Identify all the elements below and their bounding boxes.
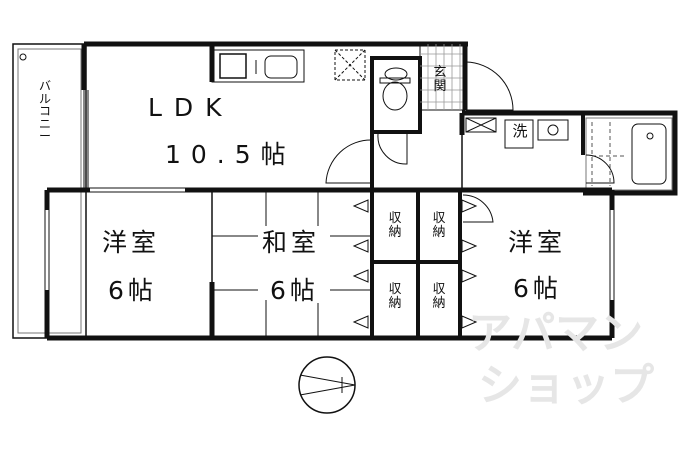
kitchen-counter (211, 49, 305, 83)
storage-label: 収納 (432, 282, 446, 311)
compass-icon (298, 356, 356, 414)
drain-icon (19, 53, 27, 61)
fridge-space (334, 49, 366, 81)
storage-label: 収納 (432, 211, 446, 240)
watermark-line2: ショップ (478, 360, 654, 411)
ldk-size: 10.5帖 (165, 140, 296, 169)
washing-machine (504, 119, 534, 149)
watermark-line1: アパマン (468, 308, 644, 359)
sink-icon (264, 55, 298, 79)
ldk-label: LDK (148, 93, 234, 122)
ldk-door (325, 139, 373, 184)
storage-label: 収納 (388, 282, 402, 311)
entrance-door (465, 61, 514, 111)
toilet-icon (382, 81, 408, 111)
western-right-size: 6帖 (513, 274, 562, 303)
bath-door (585, 154, 615, 184)
wash-basin (537, 119, 569, 141)
washroom-label: 洗 (512, 122, 528, 140)
western-right-label: 洋室 (508, 228, 567, 257)
stove-icon (219, 53, 247, 79)
toilet-room (370, 56, 422, 134)
storage-label: 収納 (388, 211, 402, 240)
washer-space (465, 117, 497, 133)
entrance-label: 玄関 (433, 65, 447, 94)
balcony-label: バルコニー (38, 79, 51, 144)
japanese-size: 6帖 (270, 276, 319, 305)
western-left-label: 洋室 (102, 228, 161, 257)
toilet-door (377, 133, 408, 165)
right-room-door (462, 194, 494, 223)
western-left-size: 6帖 (108, 276, 157, 305)
bathtub-icon (631, 123, 667, 185)
japanese-label: 和室 (262, 228, 321, 257)
